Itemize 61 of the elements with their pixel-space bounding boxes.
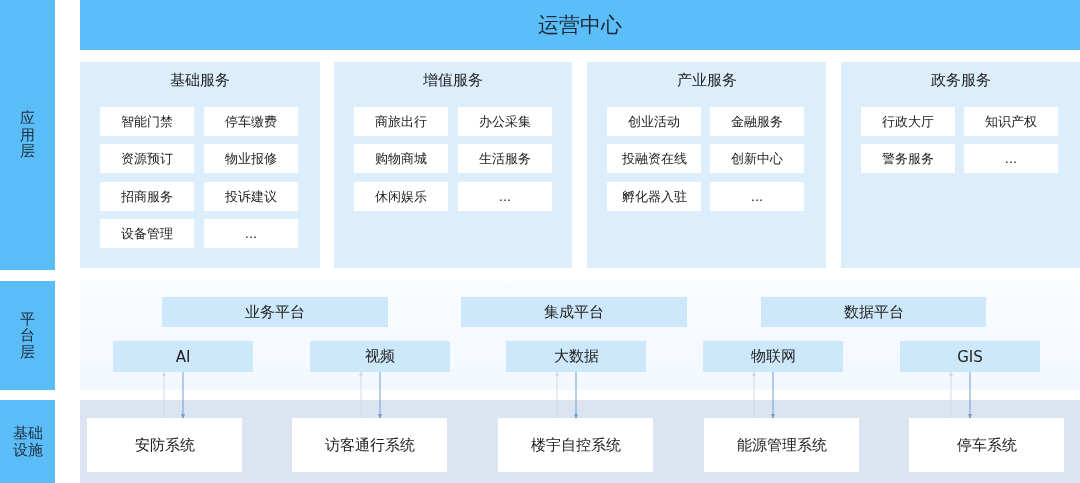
- arrow: [161, 371, 167, 419]
- panel-heading: 增值服务: [423, 71, 483, 90]
- arrow: [967, 371, 973, 419]
- service-panel: [841, 62, 1080, 268]
- panel-heading: 政务服务: [930, 71, 991, 90]
- layer-label: 平台层: [0, 281, 55, 390]
- service-panel: [587, 62, 826, 268]
- service-item: 办公采集: [458, 107, 552, 136]
- service-item: 警务服务: [861, 144, 955, 173]
- service-item: 生活服务: [458, 144, 552, 173]
- service-item: 行政大厅: [861, 107, 955, 136]
- service-panel: [80, 62, 320, 268]
- service-item: 智能门禁: [100, 107, 194, 136]
- service-item: 创业活动: [607, 107, 701, 136]
- panel-heading: 产业服务: [676, 71, 737, 90]
- service-item: 商旅出行: [354, 107, 448, 136]
- arrow: [948, 371, 954, 419]
- infrastructure-band: [80, 400, 1080, 483]
- system-box: 楼宇自控系统: [498, 418, 653, 472]
- platform-box: 集成平台: [461, 297, 687, 327]
- service-item: 孵化器入驻: [607, 182, 701, 211]
- operations-center-bar: 运营中心: [80, 0, 1080, 50]
- platform-box: 视频: [310, 341, 450, 372]
- service-item: 物业报修: [204, 144, 298, 173]
- arrow: [573, 371, 579, 419]
- service-item: ...: [964, 144, 1058, 173]
- service-item: 停车缴费: [204, 107, 298, 136]
- arrow: [751, 371, 757, 419]
- service-item: 招商服务: [100, 182, 194, 211]
- system-box: 能源管理系统: [704, 418, 859, 472]
- platform-box: 大数据: [506, 341, 646, 372]
- service-item: ...: [204, 219, 298, 248]
- system-box: 停车系统: [909, 418, 1064, 472]
- panel-heading: 基础服务: [170, 71, 230, 90]
- service-item: 资源预订: [100, 144, 194, 173]
- system-box: 安防系统: [87, 418, 242, 472]
- service-item: 投融资在线: [607, 144, 701, 173]
- arrow: [770, 371, 776, 419]
- service-item: 购物商城: [354, 144, 448, 173]
- platform-box: GIS: [900, 341, 1040, 372]
- platform-band: [80, 281, 1080, 390]
- arrow: [554, 371, 560, 419]
- arrow: [180, 371, 186, 419]
- service-item: ...: [710, 182, 804, 211]
- service-item: 金融服务: [710, 107, 804, 136]
- service-item: 知识产权: [964, 107, 1058, 136]
- service-item: 设备管理: [100, 219, 194, 248]
- platform-box: 业务平台: [162, 297, 388, 327]
- platform-box: 物联网: [703, 341, 843, 372]
- service-item: 创新中心: [710, 144, 804, 173]
- service-panel: [334, 62, 572, 268]
- layer-label: 应用层: [0, 0, 55, 270]
- service-item: ...: [458, 182, 552, 211]
- service-item: 投诉建议: [204, 182, 298, 211]
- arrow: [358, 371, 364, 419]
- layer-label: 基础设施: [0, 400, 55, 483]
- service-item: 休闲娱乐: [354, 182, 448, 211]
- system-box: 访客通行系统: [292, 418, 447, 472]
- platform-box: 数据平台: [761, 297, 986, 327]
- platform-box: AI: [113, 341, 253, 372]
- arrow: [377, 371, 383, 419]
